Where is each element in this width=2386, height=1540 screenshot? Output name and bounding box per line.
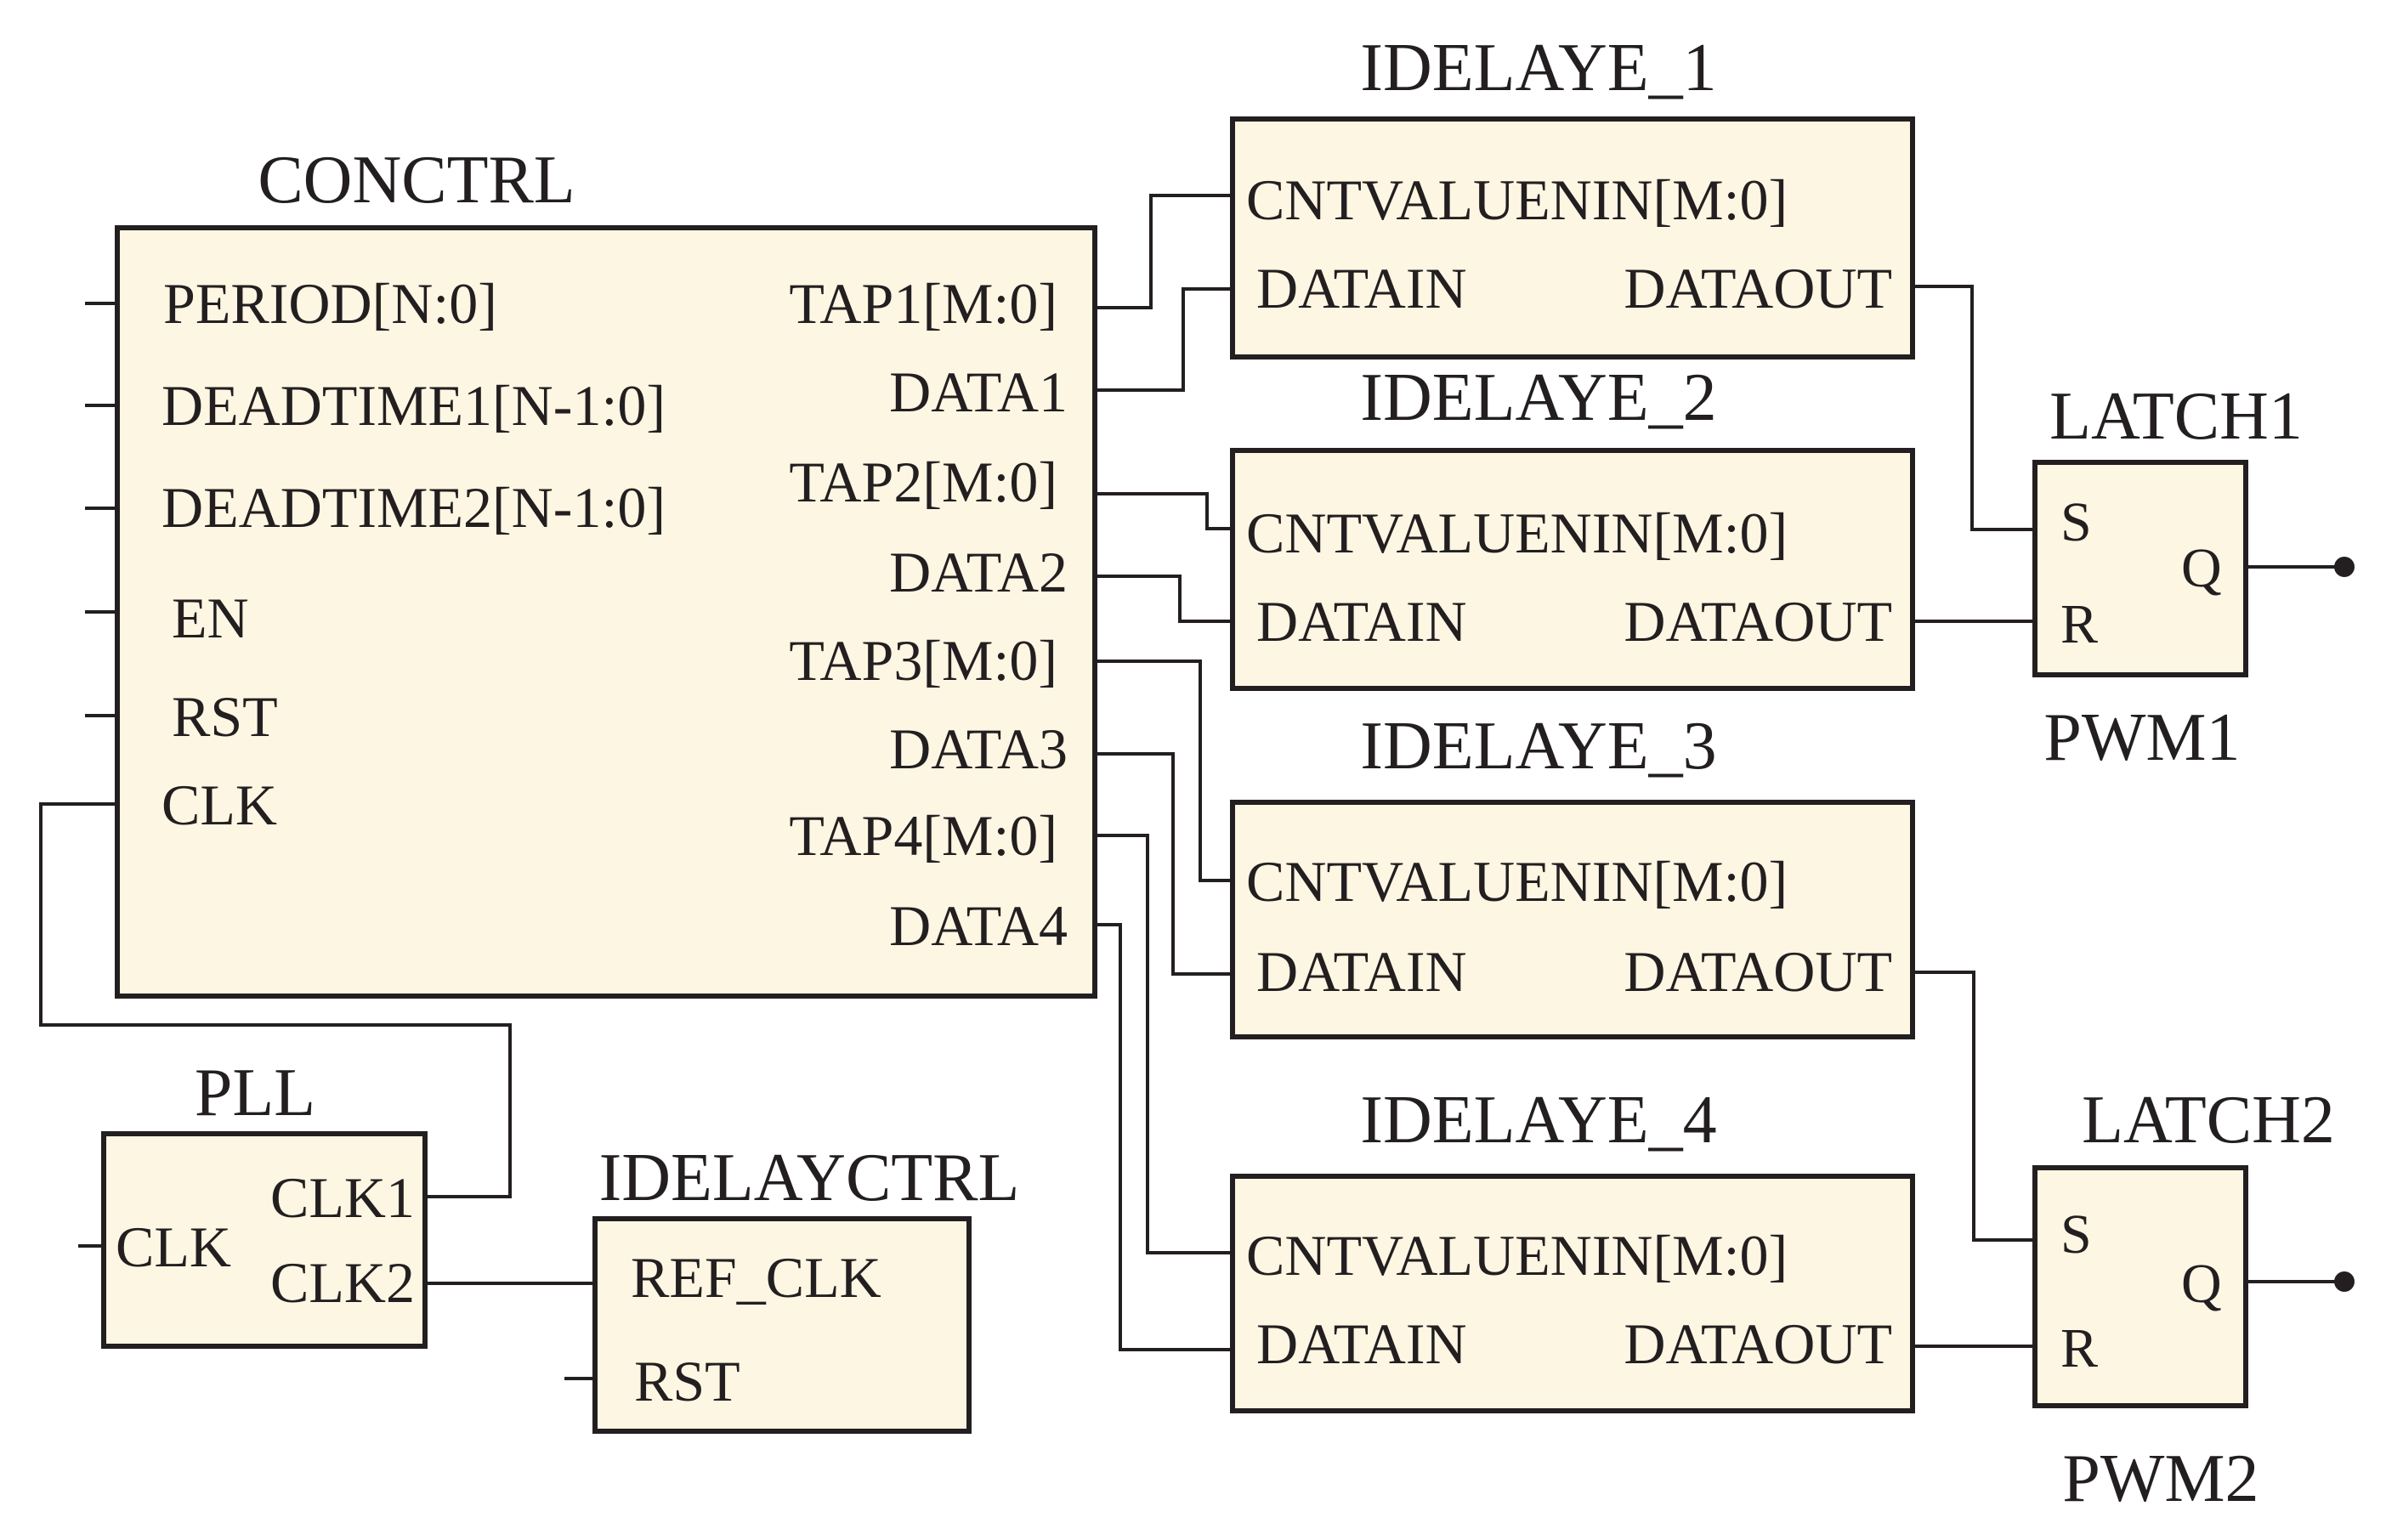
idelaye-2-cnt: CNTVALUENIN[M:0] xyxy=(1246,501,1788,565)
latch-2-title: LATCH2 xyxy=(2082,1083,2335,1158)
idelaye-2-block: IDELAYE_2 CNTVALUENIN[M:0] DATAIN DATAOU… xyxy=(1230,360,1915,691)
input-period: PERIOD[N:0] xyxy=(163,271,497,336)
idelayctrl-title: IDELAYCTRL xyxy=(599,1141,1020,1215)
idelaye-3-title: IDELAYE_3 xyxy=(1360,709,1716,784)
output-data4: DATA4 xyxy=(889,893,1068,958)
idelaye-3-datain: DATAIN xyxy=(1256,939,1467,1004)
pll-title: PLL xyxy=(195,1056,315,1130)
latch-2-block: LATCH2 S R Q PWM2 xyxy=(2032,1083,2355,1516)
pll-clk2: CLK2 xyxy=(270,1250,415,1315)
wire-data4 xyxy=(1095,923,1233,1351)
idelaye-2-dataout: DATAOUT xyxy=(1624,589,1892,654)
output-data3: DATA3 xyxy=(889,716,1068,781)
wire-data1 xyxy=(1095,287,1233,392)
idelaye-3-box xyxy=(1230,800,1915,1039)
idelaye-1-dataout: DATAOUT xyxy=(1624,256,1892,320)
idelaye-2-title: IDELAYE_2 xyxy=(1360,360,1716,435)
wire-dout1-s1 xyxy=(1913,285,2035,531)
wire-tap3 xyxy=(1095,660,1233,882)
latch-2-box xyxy=(2032,1165,2248,1408)
input-deadtime1: DEADTIME1[N-1:0] xyxy=(162,373,666,438)
output-tap1: TAP1[M:0] xyxy=(789,271,1057,336)
wire-tap4 xyxy=(1095,834,1233,1254)
output-data2: DATA2 xyxy=(889,540,1068,604)
idelaye-3-cnt: CNTVALUENIN[M:0] xyxy=(1246,849,1788,914)
wire-clk1-clk xyxy=(39,802,512,1198)
idelayctrl-box xyxy=(592,1216,972,1434)
pll-box xyxy=(101,1131,428,1349)
latch-1-box xyxy=(2032,460,2248,677)
idelaye-4-dataout: DATAOUT xyxy=(1624,1311,1892,1376)
idelaye-4-datain: DATAIN xyxy=(1256,1311,1467,1376)
wire-data3 xyxy=(1095,752,1233,976)
latch-1-block: LATCH1 S R Q PWM1 xyxy=(2032,379,2355,775)
input-rst: RST xyxy=(172,684,278,749)
idelaye-1-cnt: CNTVALUENIN[M:0] xyxy=(1246,167,1788,232)
output-tap2: TAP2[M:0] xyxy=(789,450,1057,514)
input-deadtime2: DEADTIME2[N-1:0] xyxy=(162,475,666,540)
latch-1-title: LATCH1 xyxy=(2049,379,2303,454)
wire-tap1 xyxy=(1095,194,1233,309)
output-data1: DATA1 xyxy=(889,360,1068,424)
pll-clk-in: CLK xyxy=(116,1214,231,1279)
idelaye-2-box xyxy=(1230,448,1915,691)
conctrl-block: CONCTRL PERIOD[N:0] DEADTIME1[N-1:0] DEA… xyxy=(115,143,1097,999)
idelayctrl-rst: RST xyxy=(634,1349,740,1413)
idelaye-4-box xyxy=(1230,1174,1915,1413)
latch-2-output-terminal xyxy=(2334,1271,2355,1292)
idelayctrl-block: IDELAYCTRL REF_CLK RST xyxy=(592,1141,1020,1434)
idelaye-1-block: IDELAYE_1 CNTVALUENIN[M:0] DATAIN DATAOU… xyxy=(1230,31,1915,360)
input-clk: CLK xyxy=(162,773,277,837)
wire-tap2 xyxy=(1095,492,1233,530)
idelayctrl-ref-clk: REF_CLK xyxy=(631,1245,881,1310)
latch-2-output-label: PWM2 xyxy=(2062,1441,2258,1516)
latch-2-s: S xyxy=(2060,1203,2092,1265)
pll-clk1: CLK1 xyxy=(270,1165,415,1230)
conctrl-box xyxy=(115,225,1097,999)
wires xyxy=(39,194,2344,1351)
latch-1-r: R xyxy=(2060,593,2098,655)
wire-data2 xyxy=(1095,575,1233,623)
idelaye-1-title: IDELAYE_1 xyxy=(1360,31,1716,105)
latch-2-q: Q xyxy=(2181,1253,2222,1315)
idelaye-2-datain: DATAIN xyxy=(1256,589,1467,654)
idelaye-1-box xyxy=(1230,116,1915,360)
idelaye-3-dataout: DATAOUT xyxy=(1624,939,1892,1004)
idelaye-1-datain: DATAIN xyxy=(1256,256,1467,320)
idelaye-3-block: IDELAYE_3 CNTVALUENIN[M:0] DATAIN DATAOU… xyxy=(1230,709,1915,1039)
idelaye-4-cnt: CNTVALUENIN[M:0] xyxy=(1246,1223,1788,1288)
latch-1-q: Q xyxy=(2181,537,2222,599)
output-tap3: TAP3[M:0] xyxy=(789,628,1057,693)
wire-dout3-s2 xyxy=(1913,971,2035,1242)
latch-1-output-label: PWM1 xyxy=(2043,700,2240,775)
input-en: EN xyxy=(172,586,249,650)
input-stubs xyxy=(78,302,595,1380)
idelaye-4-title: IDELAYE_4 xyxy=(1360,1083,1716,1158)
latch-2-r: R xyxy=(2060,1317,2098,1379)
conctrl-title: CONCTRL xyxy=(258,143,575,218)
latch-1-s: S xyxy=(2060,491,2092,553)
idelaye-4-block: IDELAYE_4 CNTVALUENIN[M:0] DATAIN DATAOU… xyxy=(1230,1083,1915,1413)
pll-block: PLL CLK CLK1 CLK2 xyxy=(101,1056,428,1349)
output-tap4: TAP4[M:0] xyxy=(789,803,1057,868)
latch-1-output-terminal xyxy=(2334,557,2355,577)
